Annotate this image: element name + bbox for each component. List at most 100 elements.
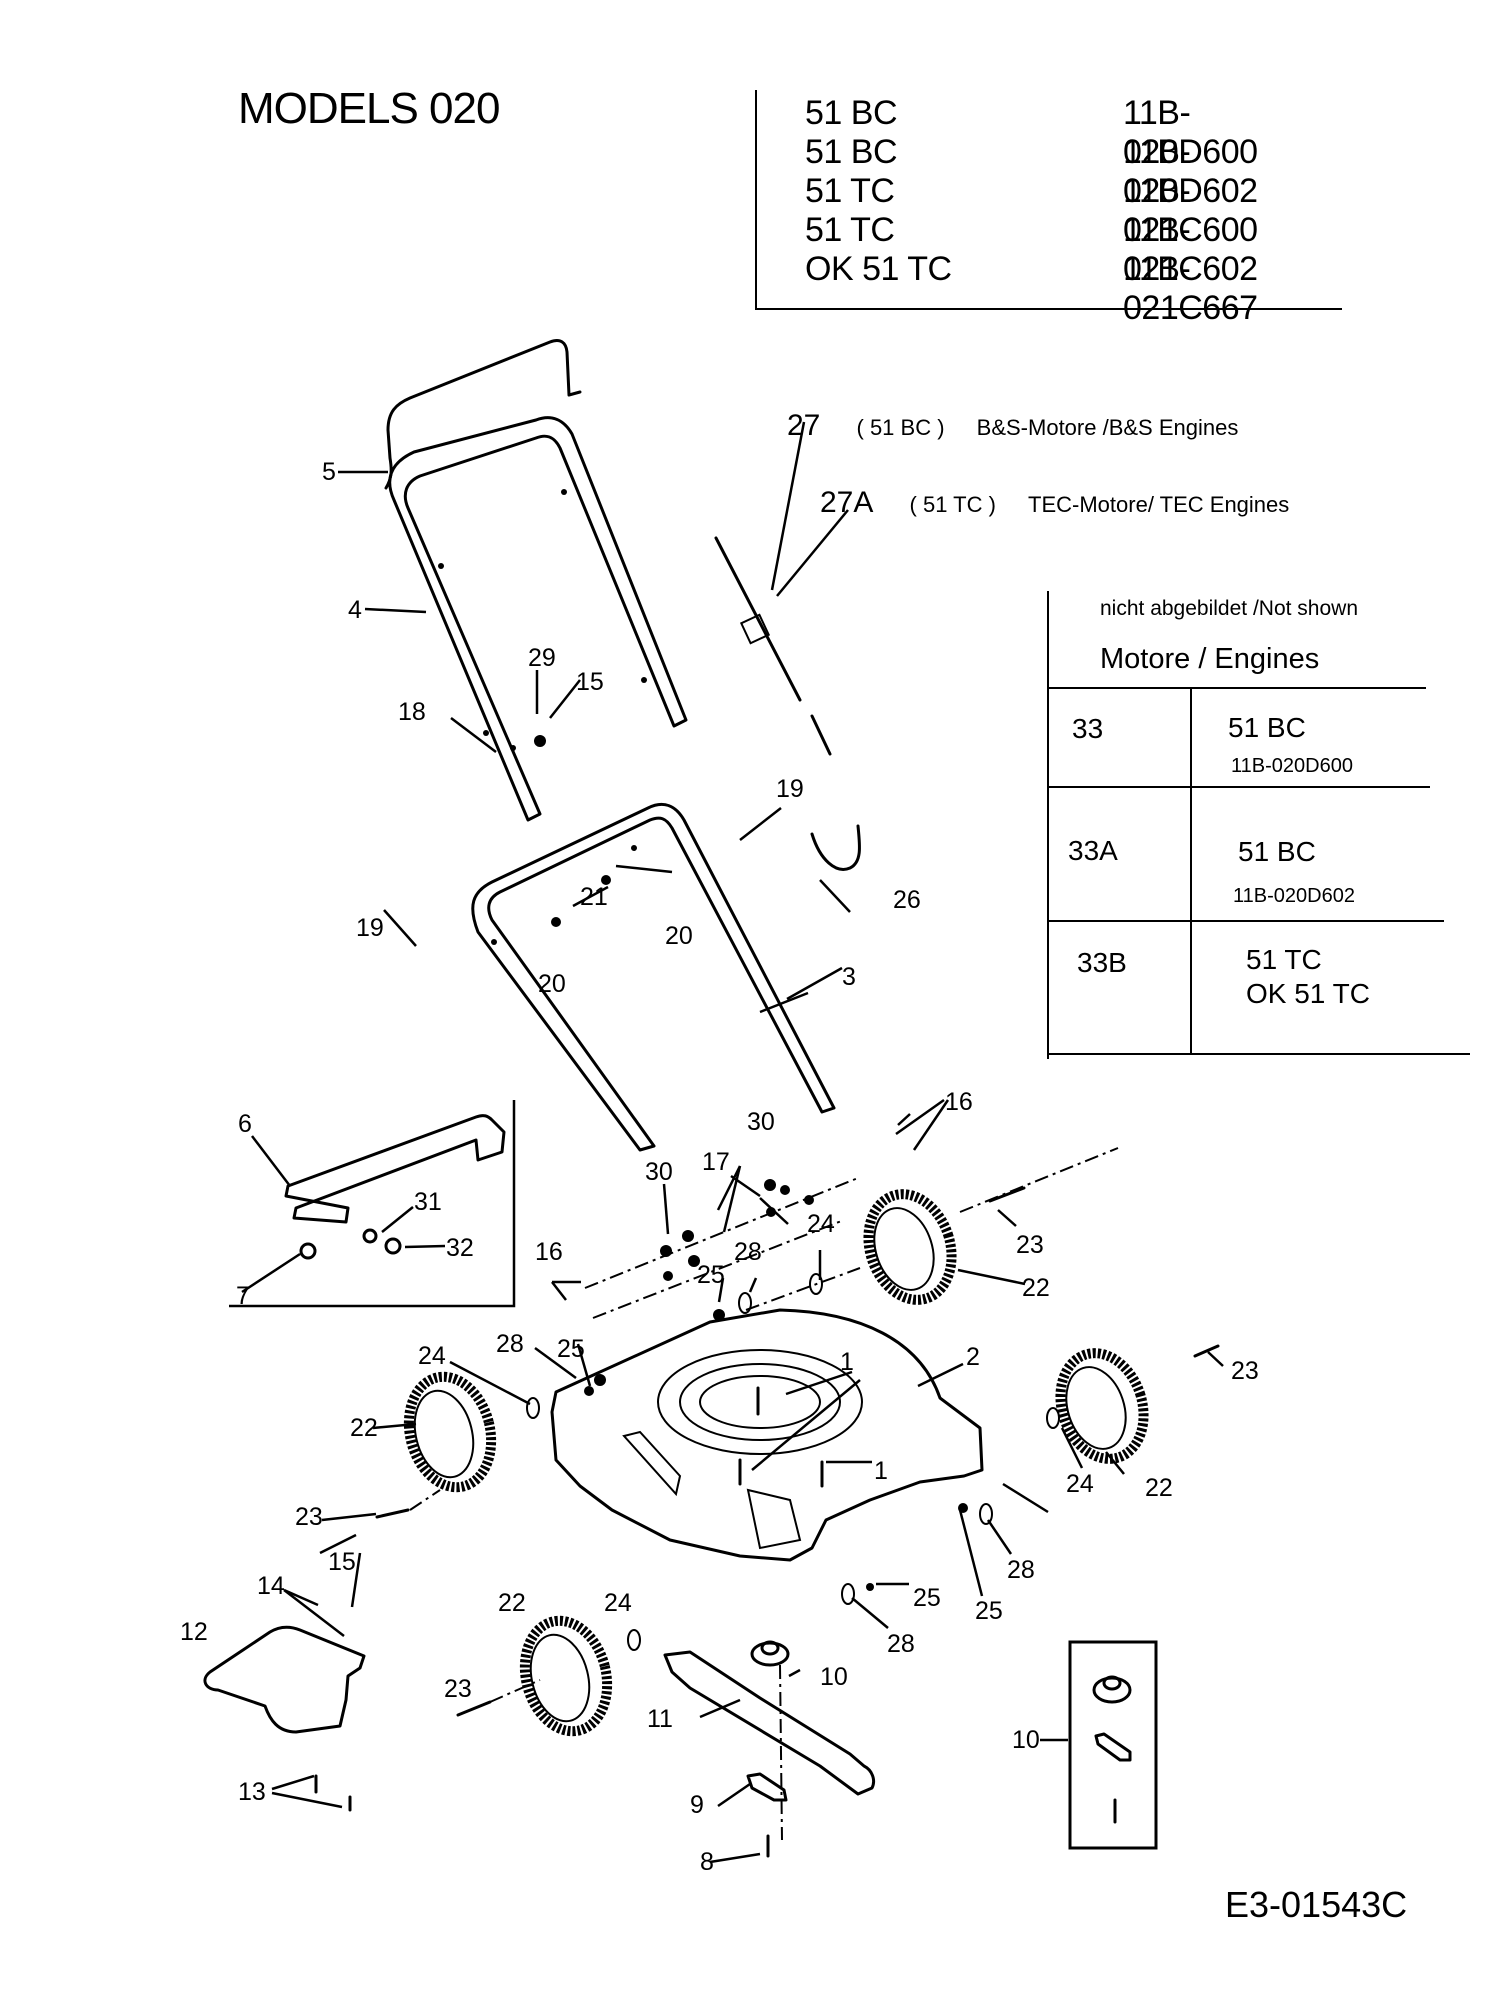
alignment-line [959, 1147, 1119, 1213]
callout-15-upper: 15 [576, 668, 604, 696]
callout-24-right: 24 [1066, 1470, 1094, 1498]
callout-14: 14 [257, 1572, 285, 1600]
page-title: MODELS 020 [238, 84, 500, 133]
alignment-line [489, 1679, 541, 1703]
callout-22-top: 22 [1022, 1274, 1050, 1302]
engine-code: 33 [1072, 713, 1104, 744]
callout-24-bottom: 24 [604, 1589, 632, 1617]
engine-model: 51 TC [1246, 944, 1322, 975]
callout-1-lower: 1 [874, 1457, 888, 1485]
callout-23-left: 23 [295, 1503, 323, 1531]
model-number: 11B-021C667 [1123, 250, 1258, 327]
deflector-part [203, 1625, 366, 1734]
upper-handle-part [388, 416, 688, 822]
cable-clip-part [810, 824, 862, 871]
engines-table: 33 51 BC 11B-020D600 33A 51 BC 11B-020D6… [1048, 687, 1470, 1057]
callout-28-right: 28 [1007, 1556, 1035, 1584]
callout-28-bottom: 28 [887, 1630, 915, 1658]
callout-8: 8 [700, 1848, 714, 1876]
callout-20-right: 20 [665, 922, 693, 950]
model-row: OK 51 TC 11B-021C667 [805, 250, 1258, 327]
model-row: 51 TC 11B-021C602 [805, 211, 1258, 288]
engines-table-border [1047, 591, 1049, 1059]
blade-adapter-part [750, 1640, 790, 1667]
model-number: 11B-021C600 [1123, 172, 1258, 249]
wheel-rear-right [863, 1189, 957, 1305]
callout-18: 18 [398, 698, 426, 726]
model-number: 11B-020D602 [1123, 133, 1258, 210]
engine-model: OK 51 TC [1246, 978, 1370, 1009]
callout-28-top: 28 [734, 1238, 762, 1266]
model-name: OK 51 TC [805, 250, 952, 288]
wheel-front-left [519, 1615, 613, 1737]
models-table: 51 BC 11B-020D600 51 BC 11B-020D602 51 TC 1… [755, 90, 1342, 327]
model-row: 51 TC 11B-021C600 [805, 172, 1258, 249]
drawing-number: E3-01543C [1225, 1884, 1408, 1925]
callout-30-left: 30 [645, 1158, 673, 1186]
callout-19-left: 19 [356, 914, 384, 942]
callout-24-left: 24 [418, 1342, 446, 1370]
callout-15-lower: 15 [328, 1548, 356, 1576]
table-divider [1048, 786, 1430, 788]
bail-handle-part [384, 338, 582, 490]
alignment-line [584, 1177, 859, 1289]
callout-16-left: 16 [535, 1238, 563, 1266]
engine-model-number: 11B-020D600 [1231, 755, 1353, 777]
callout-5: 5 [322, 458, 336, 486]
callout-28-left: 28 [496, 1330, 524, 1358]
control-cable-part [714, 536, 832, 756]
hardware-parts [510, 735, 1060, 1651]
callout-25-bottom: 25 [913, 1584, 941, 1612]
callout-17: 17 [702, 1148, 730, 1176]
mower-deck-part [550, 1308, 984, 1562]
callout-10-kit: 10 [1012, 1726, 1040, 1754]
callout-13: 13 [238, 1778, 266, 1806]
alignment-line [779, 1664, 783, 1841]
model-name: 51 BC [805, 133, 898, 171]
callout-25-left: 25 [557, 1335, 585, 1363]
alignment-line [409, 1489, 441, 1511]
model-number: 11B-020D600 [1123, 94, 1258, 171]
engine-note-27a: 27A ( 51 TC ) TEC-Motore/ TEC Engines [820, 486, 1289, 520]
handle-bracket-inset [229, 1100, 516, 1308]
callout-10-blade: 10 [820, 1663, 848, 1691]
table-divider [1048, 1053, 1470, 1055]
callout-30-right: 30 [747, 1108, 775, 1136]
model-number: 11B-021C602 [1123, 211, 1258, 288]
callout-25-top: 25 [697, 1261, 725, 1289]
callout-32: 32 [446, 1234, 474, 1262]
callout-16-right: 16 [945, 1088, 973, 1116]
callout-19-right: 19 [776, 775, 804, 803]
engine-note-text: TEC-Motore/ TEC Engines [1028, 492, 1290, 517]
callout-25-right: 25 [975, 1597, 1003, 1625]
model-name: 51 TC [805, 172, 895, 210]
callout-6: 6 [238, 1110, 252, 1138]
callout-7: 7 [236, 1282, 250, 1310]
callout-2: 2 [966, 1343, 980, 1371]
lower-handle-part [471, 803, 836, 1152]
blade-part [663, 1650, 876, 1796]
table-divider [1190, 687, 1192, 1055]
model-row: 51 BC 11B-020D600 [805, 94, 1258, 171]
table-divider [1048, 920, 1444, 922]
callout-22-right: 22 [1145, 1474, 1173, 1502]
callout-21: 21 [580, 883, 608, 911]
model-name: 51 BC [805, 94, 898, 132]
callout-1-upper: 1 [840, 1348, 854, 1376]
callout-labels: 5 4 18 29 15 19 19 21 20 20 26 3 6 31 32… [180, 458, 1259, 1876]
table-divider [1048, 687, 1426, 689]
adapter-kit-inset [1068, 1640, 1158, 1850]
callout-3: 3 [842, 963, 856, 991]
model-row: 51 BC 11B-020D602 [805, 133, 1258, 210]
callout-22-left: 22 [350, 1414, 378, 1442]
alignment-line [745, 1267, 861, 1311]
model-name: 51 TC [805, 211, 895, 249]
not-shown-heading: nicht abgebildet /Not shown [1100, 597, 1358, 620]
engine-note-27: 27 ( 51 BC ) B&S-Motore /B&S Engines [787, 409, 1238, 443]
engine-model: 51 BC [1238, 836, 1316, 867]
callout-12: 12 [180, 1618, 208, 1646]
engine-note-model: ( 51 BC ) [856, 415, 945, 440]
callout-26: 26 [893, 886, 921, 914]
engine-model: 51 BC [1228, 712, 1306, 743]
wheel-front-right [1055, 1348, 1149, 1464]
